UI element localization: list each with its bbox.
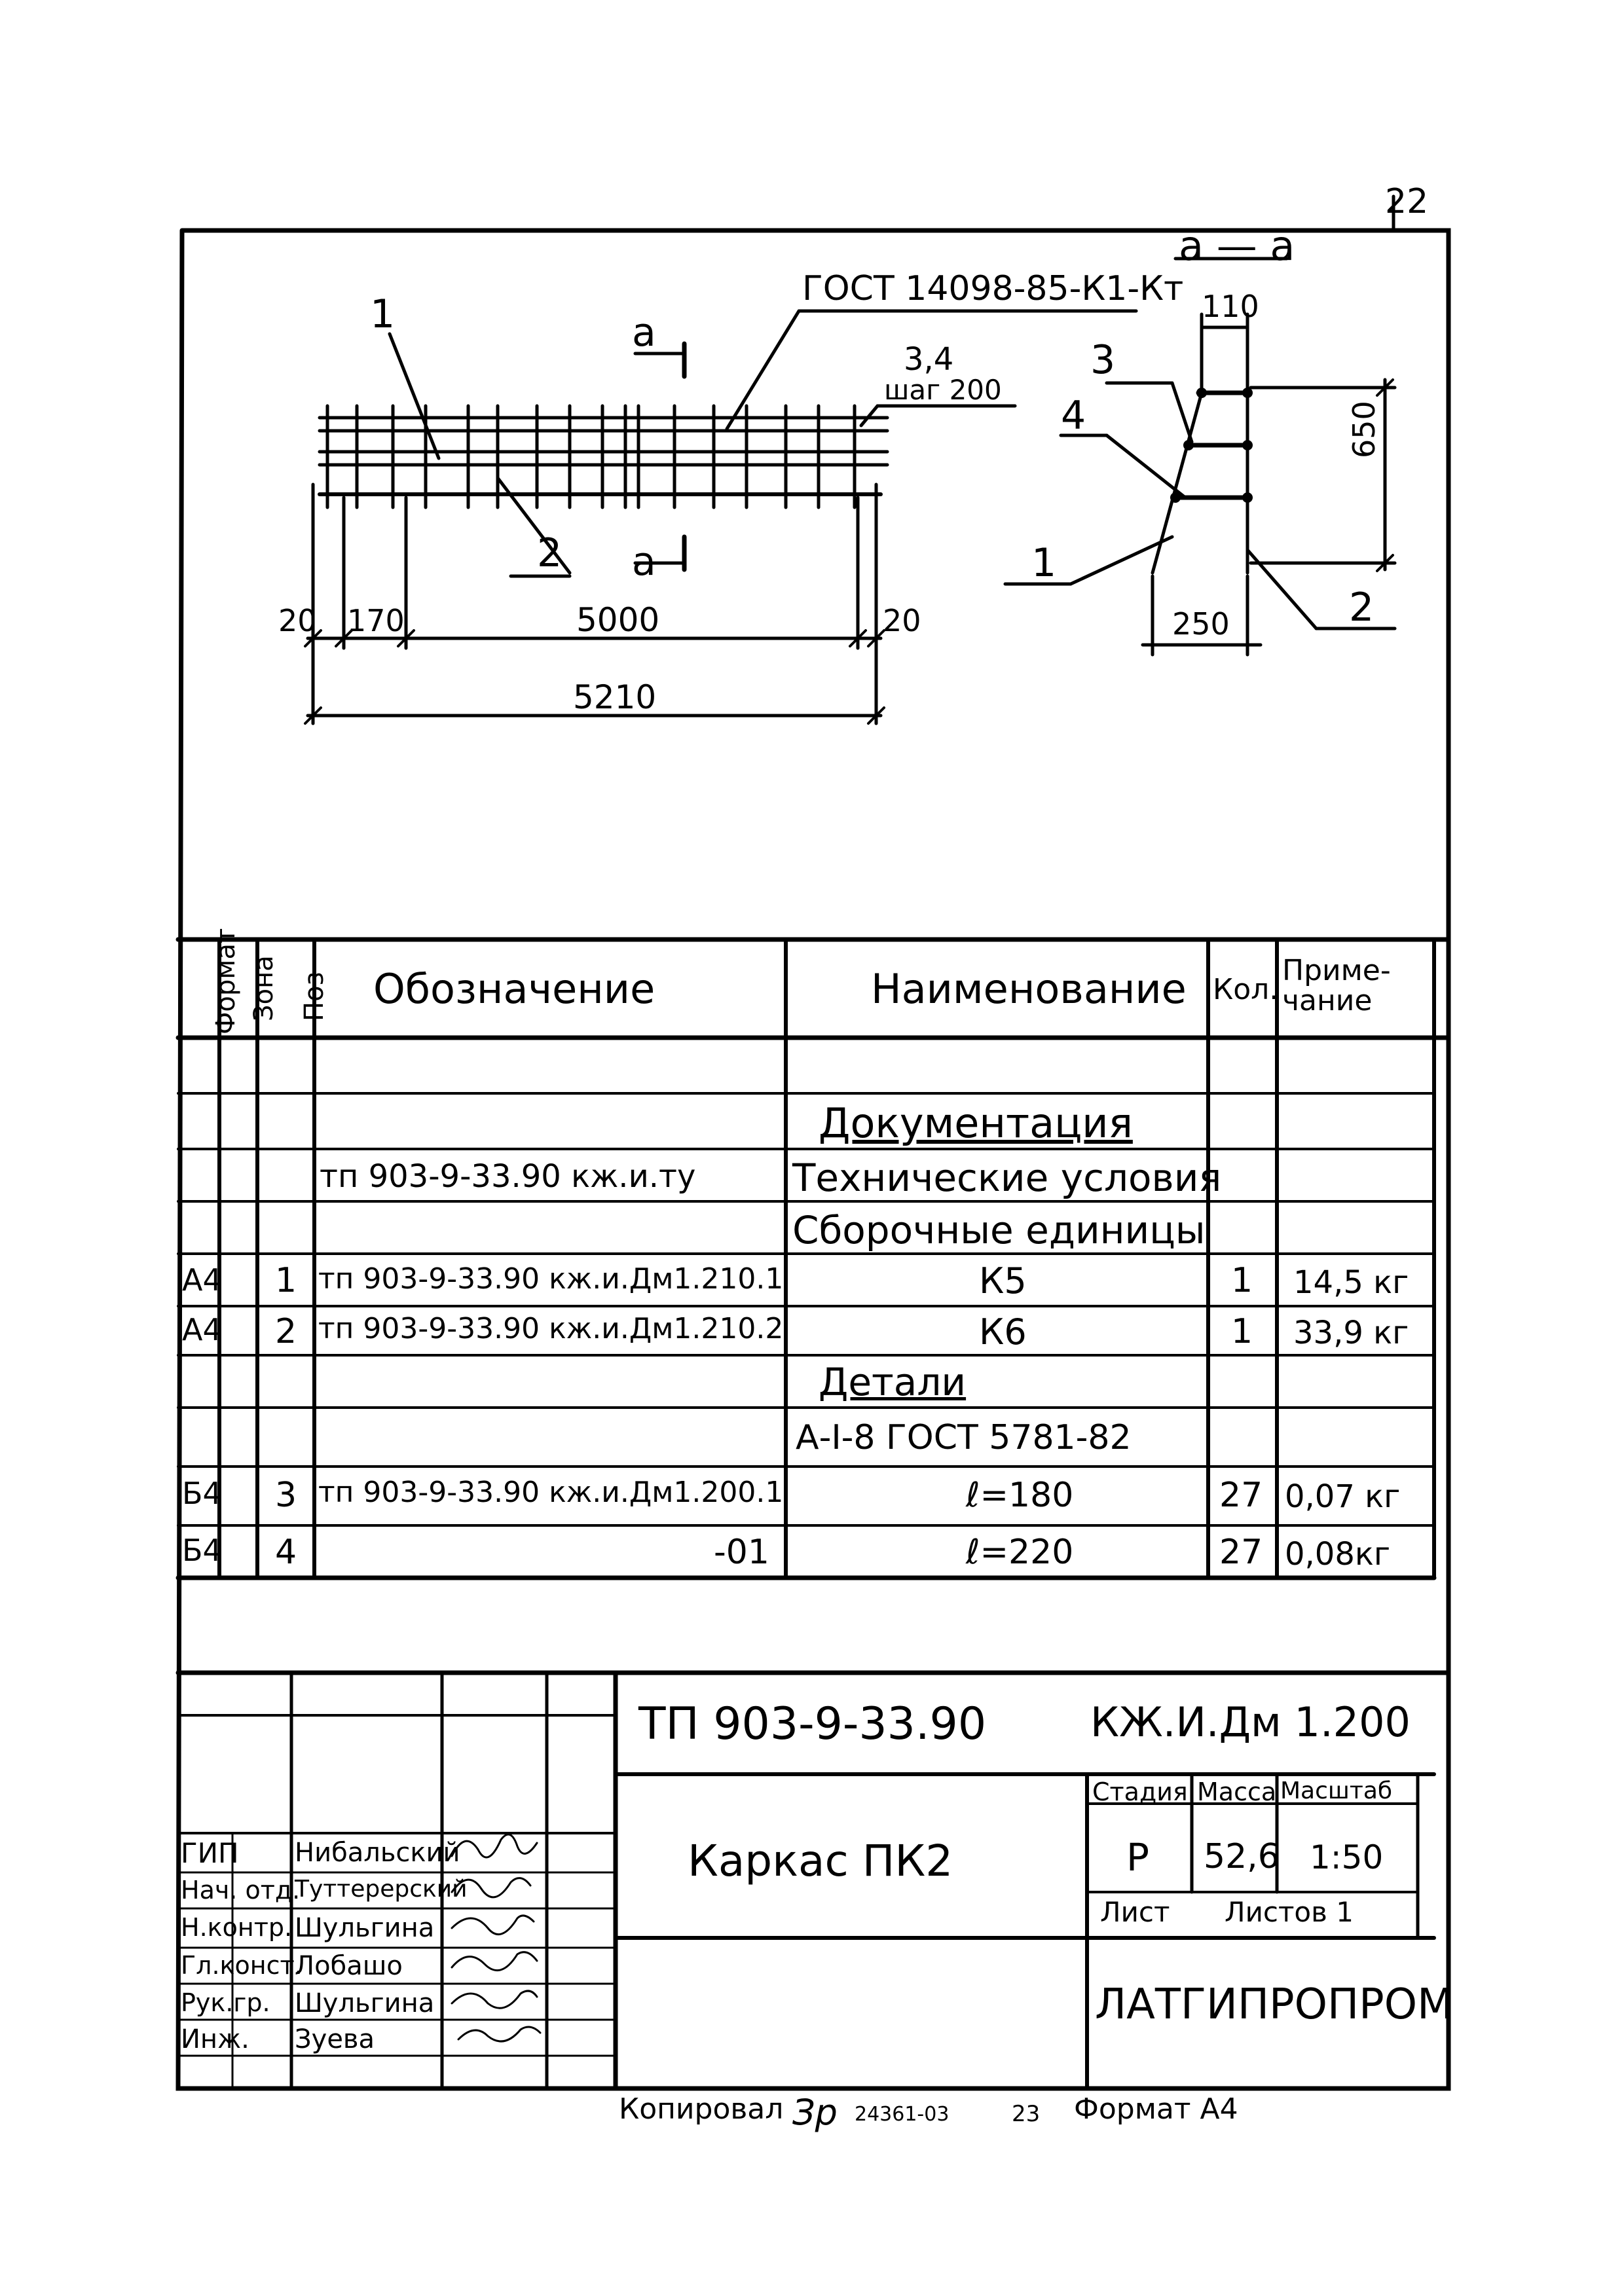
role-name: Туттерерский <box>295 1876 468 1903</box>
pitch-label: шаг 200 <box>884 374 1002 406</box>
table-row-designation: тп 903-9-33.90 кж.и.Дм1.210.1 <box>318 1262 784 1296</box>
order-number: 24361-03 <box>855 2103 950 2126</box>
table-row-qty: 1 <box>1231 1261 1253 1300</box>
position-label-1: 1 <box>370 291 396 337</box>
table-row-note: 14,5 кг <box>1293 1264 1409 1301</box>
section-mark-top: а <box>632 310 656 355</box>
table-row-name: А-I-8 ГОСТ 5781-82 <box>796 1418 1132 1457</box>
col-header-designation: Обозначение <box>373 965 655 1013</box>
position-label-3-4: 3,4 <box>904 341 954 378</box>
scale-header: Масштаб <box>1280 1777 1393 1804</box>
copied-label: Копировал <box>619 2092 784 2126</box>
table-row-qty: 1 <box>1231 1312 1253 1351</box>
col-header-pos: Поз <box>299 972 329 1021</box>
table-row-format: Б4 <box>182 1533 222 1568</box>
col-header-name: Наименование <box>871 965 1187 1013</box>
format-label: Формат А4 <box>1074 2092 1238 2126</box>
mass-header: Масса <box>1197 1777 1277 1806</box>
section-heading-details: Детали <box>819 1360 967 1404</box>
col-header-note: Приме-чание <box>1282 954 1391 1018</box>
role-label: Инж. <box>181 2024 249 2054</box>
table-row-pos: 1 <box>275 1261 297 1300</box>
table-row-pos: 3 <box>275 1476 297 1515</box>
role-label: Рук.гр. <box>181 1988 270 2017</box>
mass-value: 52,6 <box>1204 1837 1280 1876</box>
stage-value: Р <box>1126 1835 1149 1880</box>
table-row-note: 0,07 кг <box>1285 1478 1401 1515</box>
col-header-format: Формат <box>211 928 241 1034</box>
table-row-designation: -01 <box>714 1533 769 1572</box>
table-row-name: Технические условия <box>792 1156 1222 1200</box>
table-row-pos: 2 <box>275 1312 297 1351</box>
gost-callout: ГОСТ 14098-85-К1-Кт <box>802 269 1184 308</box>
table-row-name: К6 <box>979 1311 1027 1353</box>
table-row-name: ℓ=180 <box>966 1476 1074 1515</box>
table-row-designation: тп 903-9-33.90 кж.и.ту <box>320 1158 696 1195</box>
sec-dim-250: 250 <box>1172 606 1230 642</box>
table-row-note: 0,08кг <box>1285 1536 1391 1573</box>
table-row-pos: 4 <box>275 1533 297 1572</box>
copied-initials: Зр <box>792 2092 838 2133</box>
organization-name: ЛАТГИПРОПРОМ <box>1095 1980 1454 2029</box>
section-heading-documentation: Документация <box>819 1099 1133 1147</box>
role-label: Нач. отд. <box>181 1876 301 1904</box>
dim-20-right: 20 <box>883 603 921 638</box>
role-label: Н.контр. <box>181 1913 293 1942</box>
table-row-qty: 27 <box>1219 1476 1263 1515</box>
table-row-qty: 27 <box>1219 1533 1263 1572</box>
drawing-title: Каркас ПК2 <box>688 1836 953 1886</box>
sec-label-4: 4 <box>1061 393 1086 439</box>
scale-value: 1:50 <box>1310 1838 1384 1876</box>
role-name: Зуева <box>295 2024 375 2054</box>
table-row-name: К5 <box>979 1260 1027 1302</box>
position-label-2: 2 <box>537 530 563 576</box>
sec-label-3: 3 <box>1090 337 1116 383</box>
table-row-designation: тп 903-9-33.90 кж.и.Дм1.210.2 <box>318 1312 784 1345</box>
table-row-format: Б4 <box>182 1476 222 1511</box>
dim-20-left: 20 <box>278 603 317 638</box>
page-number: 23 <box>1012 2101 1041 2127</box>
section-mark-bottom: а <box>632 539 656 585</box>
sec-dim-110: 110 <box>1202 289 1259 324</box>
sheets-label: Листов 1 <box>1225 1896 1354 1928</box>
dim-5210: 5210 <box>573 678 657 716</box>
project-code: ТП 903-9-33.90 <box>638 1698 987 1750</box>
table-row-format: А4 <box>182 1312 222 1347</box>
sec-label-2: 2 <box>1349 585 1375 630</box>
col-header-qty: Кол. <box>1213 973 1279 1006</box>
col-header-zone: Зона <box>249 955 279 1021</box>
sec-label-1: 1 <box>1031 540 1057 586</box>
role-name: Шульгина <box>295 1988 435 2018</box>
stage-header: Стадия <box>1092 1777 1188 1806</box>
sec-dim-650: 650 <box>1346 401 1382 458</box>
role-name: Нибальский <box>295 1838 460 1868</box>
table-row-designation: тп 903-9-33.90 кж.и.Дм1.200.1 <box>318 1476 784 1509</box>
document-code: КЖ.И.Дм 1.200 <box>1090 1698 1411 1746</box>
table-row-name: ℓ=220 <box>966 1533 1074 1572</box>
dim-5000: 5000 <box>576 601 660 639</box>
dim-170: 170 <box>347 603 405 638</box>
role-name: Лобашо <box>295 1951 403 1981</box>
section-heading-assemblies: Сборочные единицы <box>792 1208 1206 1252</box>
section-title: а — а <box>1179 222 1295 270</box>
role-name: Шульгина <box>295 1913 435 1943</box>
sheet-label: Лист <box>1100 1896 1170 1928</box>
table-row-format: А4 <box>182 1262 222 1298</box>
role-label: Гл.конст. <box>181 1951 303 1980</box>
table-row-note: 33,9 кг <box>1293 1315 1409 1351</box>
role-label: ГИП <box>181 1837 239 1869</box>
